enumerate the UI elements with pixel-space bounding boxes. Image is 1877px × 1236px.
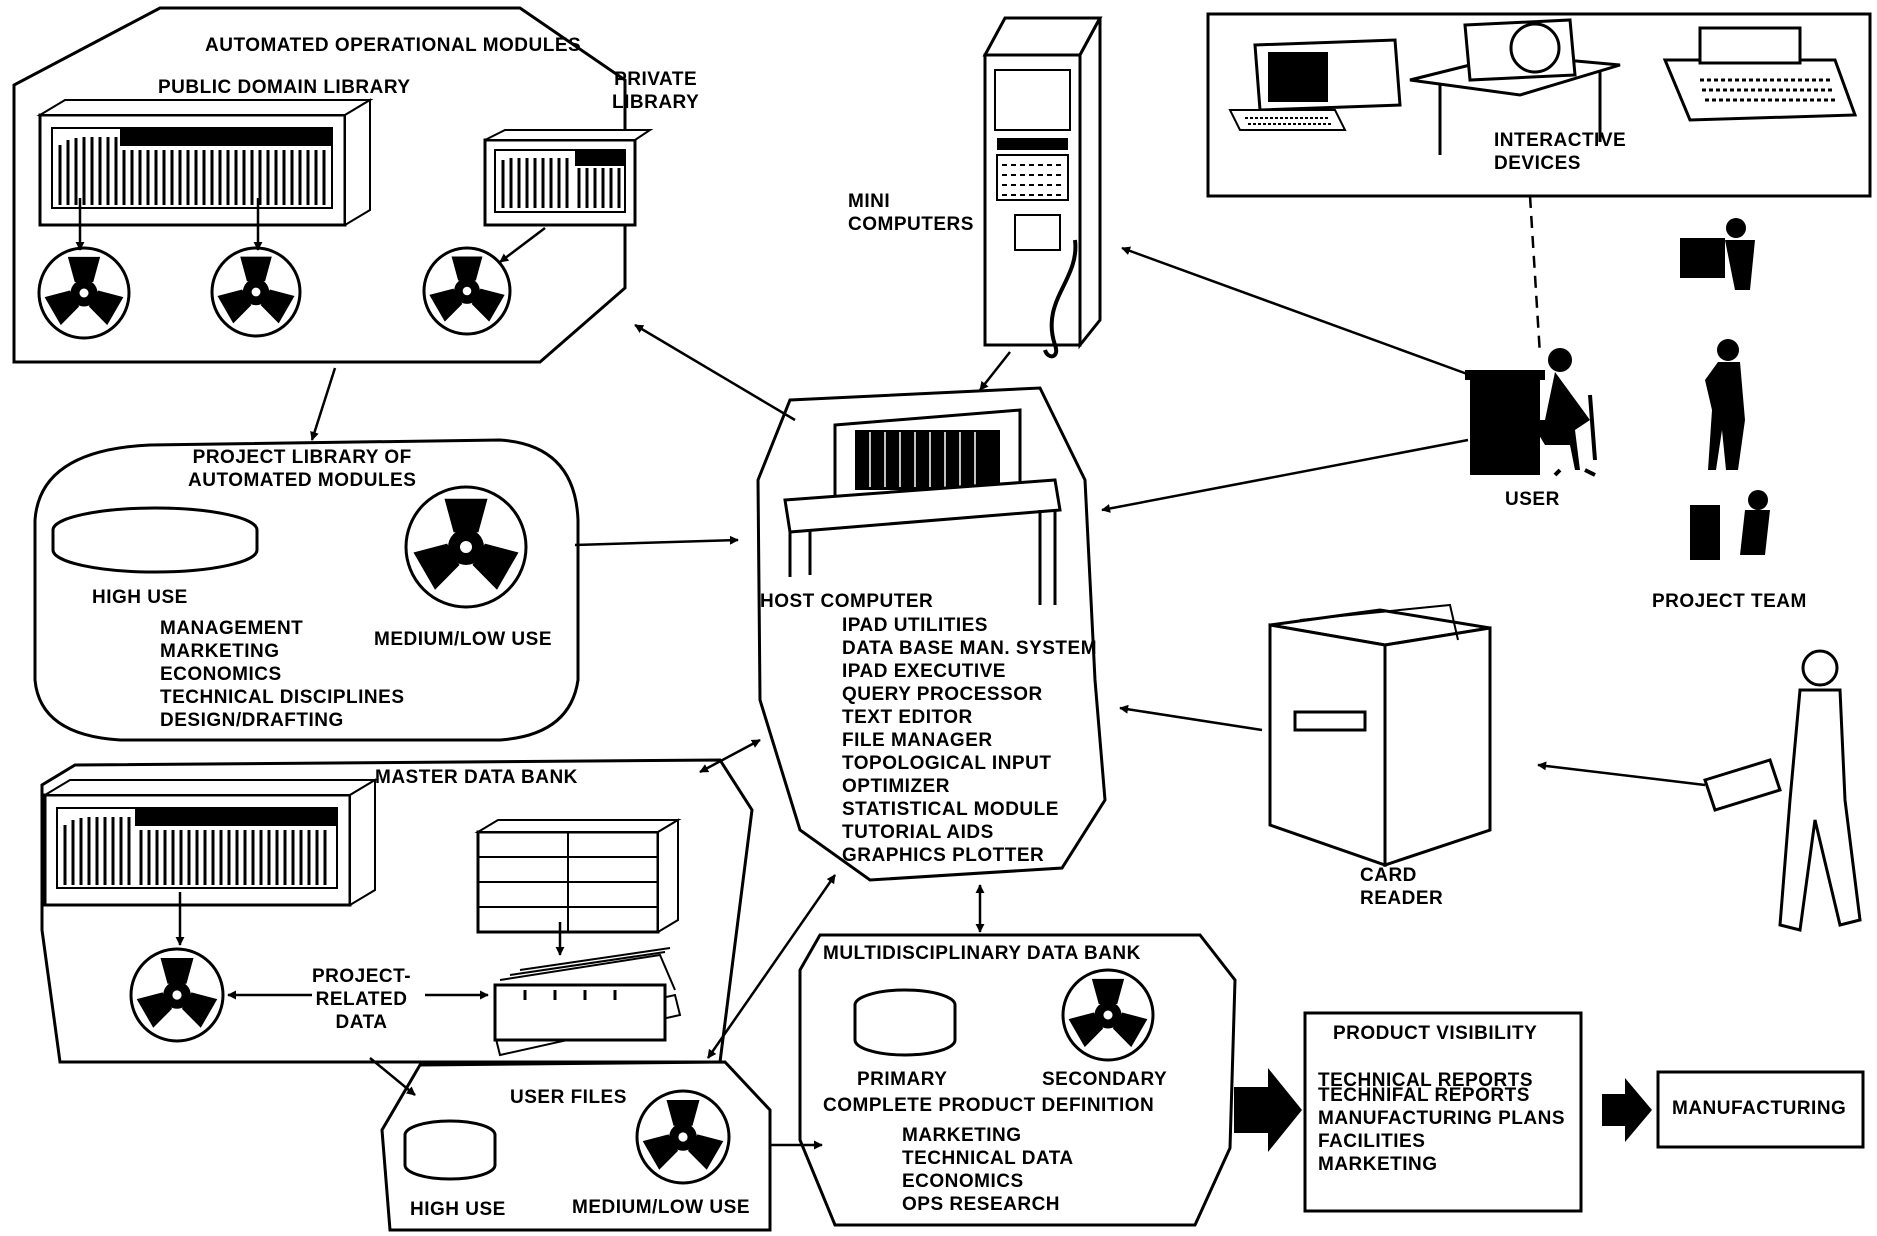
host-computer-list: IPAD UTILITIES DATA BASE MAN. SYSTEM IPA… [842,614,1097,867]
tape-reel-icon [1061,968,1155,1062]
disk-pack-icon [853,988,957,1057]
list-item: OPTIMIZER [842,776,950,797]
disk-pack-icon [403,1119,497,1181]
flow-arrow-icon [1602,1078,1652,1142]
multidisciplinary-title: MULTIDISCIPLINARY DATA BANK [823,943,1141,964]
primary-label: PRIMARY [857,1069,948,1090]
interactive-devices-frame [1206,12,1872,198]
user-label: USER [1505,489,1560,510]
list-item: TEXT EDITOR [842,707,973,728]
host-computer-title: HOST COMPUTER [760,591,934,612]
modules-title: AUTOMATED OPERATIONAL MODULES [205,35,582,56]
user-figure-icon [1465,348,1597,477]
list-item: IPAD EXECUTIVE [842,661,1006,682]
disk-pack-icon [51,506,259,574]
host-computer-console [783,408,1062,605]
list-item: FILE MANAGER [842,730,993,751]
list-item: DESIGN/DRAFTING [160,710,344,731]
project-library-list: MANAGEMENT MARKETING ECONOMICS TECHNICAL… [160,617,405,732]
user-files-high-use: HIGH USE [410,1199,506,1220]
list-item: MARKETING [160,641,280,662]
product-visibility-frame [1303,1011,1583,1213]
card-deck-icon [493,947,682,1057]
graphics-terminal-icon [1409,18,1621,155]
user-files-medium-low-use: MEDIUM/LOW USE [572,1197,750,1218]
list-item: TECHNICAL REPORTS [1318,1070,1534,1091]
list-item: DATA BASE MAN. SYSTEM [842,638,1098,659]
user-files-frame [380,1060,772,1232]
project-team-label: PROJECT TEAM [1652,591,1807,612]
list-item: FACILITIES [1318,1131,1426,1152]
list-item: TUTORIAL AIDS [842,822,994,843]
list-item: OPS RESEARCH [902,1194,1061,1215]
multidisciplinary-list: MARKETING TECHNICAL DATA ECONOMICS OPS R… [902,1124,1074,1216]
card-reader-icon [1268,603,1492,868]
flow-arrow-icon [1234,1068,1302,1152]
list-item: TECHNICAL DISCIPLINES [160,687,405,708]
complete-product-definition-label: COMPLETE PRODUCT DEFINITION [823,1095,1155,1116]
multidisciplinary-frame [798,933,1237,1227]
list-item: GRAPHICS PLOTTER [842,845,1045,866]
file-drawer-cabinet [474,818,682,934]
list-item: MARKETING [1318,1154,1438,1175]
tape-reel-icon [422,246,512,336]
project-related-label: PROJECT- RELATED DATA [312,966,412,1033]
product-visibility-list: TECHNICAL REPORTS TECHNIFAL REPORTS MANU… [1318,1070,1565,1177]
product-visibility-title: PRODUCT VISIBILITY [1333,1023,1538,1044]
project-library-frame [33,438,580,742]
mini-computer-cabinet [982,16,1103,359]
list-item: TECHNICAL DATA [902,1148,1074,1169]
tape-reel-icon [129,947,225,1043]
list-item: TOPOLOGICAL INPUT [842,753,1052,774]
crt-terminal-icon [1228,38,1402,131]
modules-frame [12,6,627,364]
user-files-title: USER FILES [510,1087,627,1108]
tape-reel-icon [37,246,131,340]
manufacturing-frame [1656,1070,1865,1149]
private-library-cabinet [483,129,654,227]
list-item: MANAGEMENT [160,618,304,639]
secondary-label: SECONDARY [1042,1069,1168,1090]
master-data-bank-title: MASTER DATA BANK [375,767,578,788]
list-item: MANUFACTURING PLANS [1318,1108,1565,1129]
printer-terminal-icon [1662,26,1858,122]
high-use-label: HIGH USE [92,587,188,608]
manufacturing-label: MANUFACTURING [1672,1098,1847,1119]
list-item: MARKETING [902,1125,1022,1146]
tape-reel-icon [635,1089,731,1185]
list-item: STATISTICAL MODULE [842,799,1059,820]
list-item: QUERY PROCESSOR [842,684,1043,705]
list-item: ECONOMICS [902,1171,1024,1192]
tape-reel-icon [404,485,528,609]
project-team-icon [1680,218,1770,560]
list-item: TECHNIFAL REPORTS [1318,1085,1530,1106]
medium-low-use-label: MEDIUM/LOW USE [374,629,552,650]
list-item: IPAD UTILITIES [842,615,988,636]
host-computer-frame [756,386,1107,882]
list-item: ECONOMICS [160,664,282,685]
public-library-cabinet [36,98,374,227]
operator-figure-icon [1703,649,1862,932]
master-tape-cabinet [41,778,379,907]
public-library-label: PUBLIC DOMAIN LIBRARY [158,77,411,98]
tape-reel-icon [210,246,302,338]
